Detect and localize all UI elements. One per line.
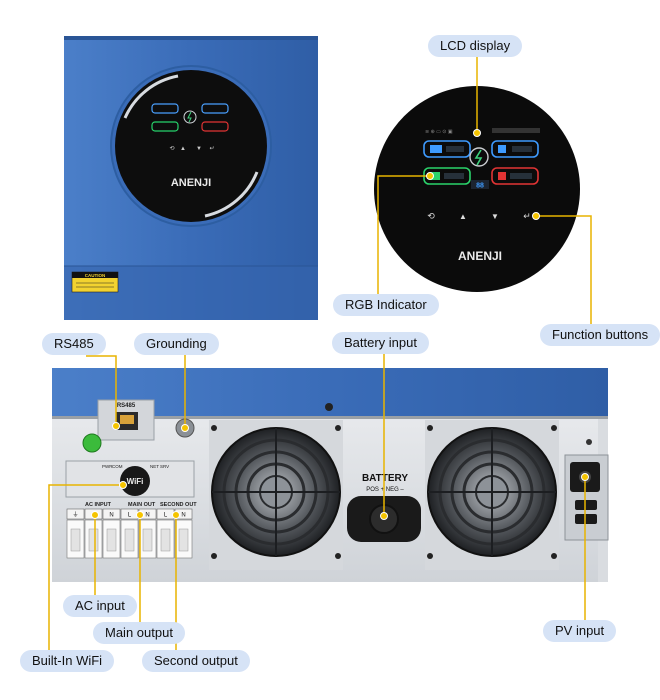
front-display-disc: [115, 70, 267, 222]
wifi-dongle: [120, 466, 150, 496]
callout-grounding: Grounding: [134, 333, 219, 355]
wifi-led-pwr: PWR: [102, 464, 113, 469]
svg-text:⟲: ⟲: [169, 146, 174, 152]
wifi-led-net: NET: [150, 464, 159, 469]
terminal-opening: [124, 528, 135, 552]
terminal-opening: [70, 528, 81, 552]
terminal-opening: [178, 528, 189, 552]
callout-main-output: Main output: [93, 622, 185, 644]
terminal-block: ⏚LNLNLN: [66, 508, 193, 559]
power-button-icon: ⟲: [427, 211, 435, 221]
svg-text:▼: ▼: [196, 146, 202, 152]
callout-rgb-indicator: RGB Indicator: [333, 294, 439, 316]
svg-text:↵: ↵: [209, 146, 214, 152]
callout-rs485: RS485: [42, 333, 106, 355]
terminal-group-second-out: SECOND OUT: [160, 502, 197, 508]
front-brand-logo: ANENJI: [171, 177, 211, 189]
terminal-opening: [88, 528, 99, 552]
zoomed-display: ≋ ⊕ ▭ ⊙ ▣ 88 ⟲ ▲ ▼ ↵ ANENJI: [374, 86, 580, 292]
terminal-opening: [106, 528, 117, 552]
leader-dots: [91, 129, 589, 520]
terminal-mark: N: [109, 513, 113, 519]
terminal-opening: [160, 528, 171, 552]
terminal-mark: N: [145, 513, 149, 519]
terminal-mark: L: [128, 513, 132, 519]
callout-second-output: Second output: [142, 650, 250, 672]
wifi-led-com: COM: [112, 464, 123, 469]
enter-button-icon: ↵: [523, 211, 531, 221]
svg-text:≋ ⊕ ▭ ⊙ ▣: ≋ ⊕ ▭ ⊙ ▣: [425, 129, 453, 135]
terminal-head: [102, 508, 121, 520]
green-indicator-button: [82, 433, 102, 453]
terminal-opening: [142, 528, 153, 552]
terminal-group-main-out: MAIN OUT: [128, 502, 156, 508]
right-cooling-fan: [425, 420, 559, 570]
callout-built-in-wifi: Built-In WiFi: [20, 650, 115, 672]
callout-function-buttons: Function buttons: [540, 324, 660, 346]
rear-inverter-unit: RS485 PWR COM NET SRV WiFi AC INPUT MAIN…: [52, 368, 609, 582]
leader-lines: [48, 56, 592, 651]
callout-battery-input: Battery input: [332, 332, 429, 354]
terminal-mark: L: [164, 513, 168, 519]
wifi-dongle-label: WiFi: [127, 477, 144, 486]
zoomed-brand-logo: ANENJI: [458, 249, 502, 263]
down-button-icon: ▼: [491, 212, 499, 221]
caution-text: CAUTION: [85, 273, 106, 278]
svg-text:▲: ▲: [180, 146, 186, 152]
terminal-mark: ⏚: [72, 512, 78, 519]
battery-label: BATTERY: [362, 473, 408, 484]
terminal-group-ac-input: AC INPUT: [85, 502, 112, 508]
battery-polarity: POS + NEG –: [366, 487, 404, 493]
up-button-icon: ▲: [459, 212, 467, 221]
terminal-mark: N: [181, 513, 185, 519]
wifi-led-srv: SRV: [160, 464, 169, 469]
rs485-port-label: RS485: [117, 403, 136, 409]
callout-lcd-display: LCD display: [428, 35, 523, 57]
callout-pv-input: PV input: [543, 620, 617, 642]
left-cooling-fan: [209, 420, 343, 570]
terminal-head: [66, 508, 85, 520]
callout-ac-input: AC input: [63, 595, 137, 617]
svg-text:88: 88: [476, 183, 484, 190]
front-inverter-unit: CAUTION ⟲ ▲ ▼ ↵ ANENJI: [64, 36, 318, 320]
